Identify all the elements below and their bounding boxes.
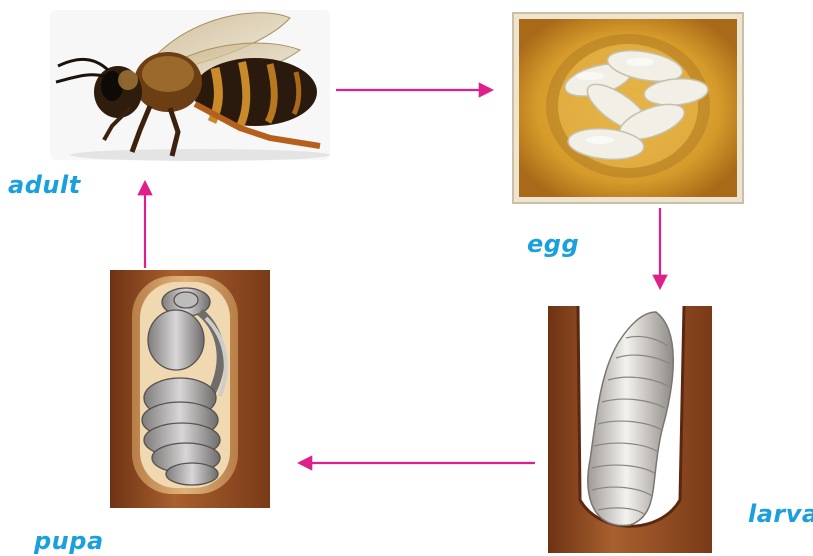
bee-larva-in-cell-icon xyxy=(548,306,712,553)
label-adult: adult xyxy=(8,171,81,199)
bee-pupa-in-cell-icon xyxy=(110,270,270,508)
honeybee-icon xyxy=(50,10,330,161)
label-larva: larva xyxy=(748,500,813,528)
bee-eggs-in-cell-icon xyxy=(513,13,743,203)
label-pupa: pupa xyxy=(34,527,104,555)
label-egg: egg xyxy=(527,230,579,258)
